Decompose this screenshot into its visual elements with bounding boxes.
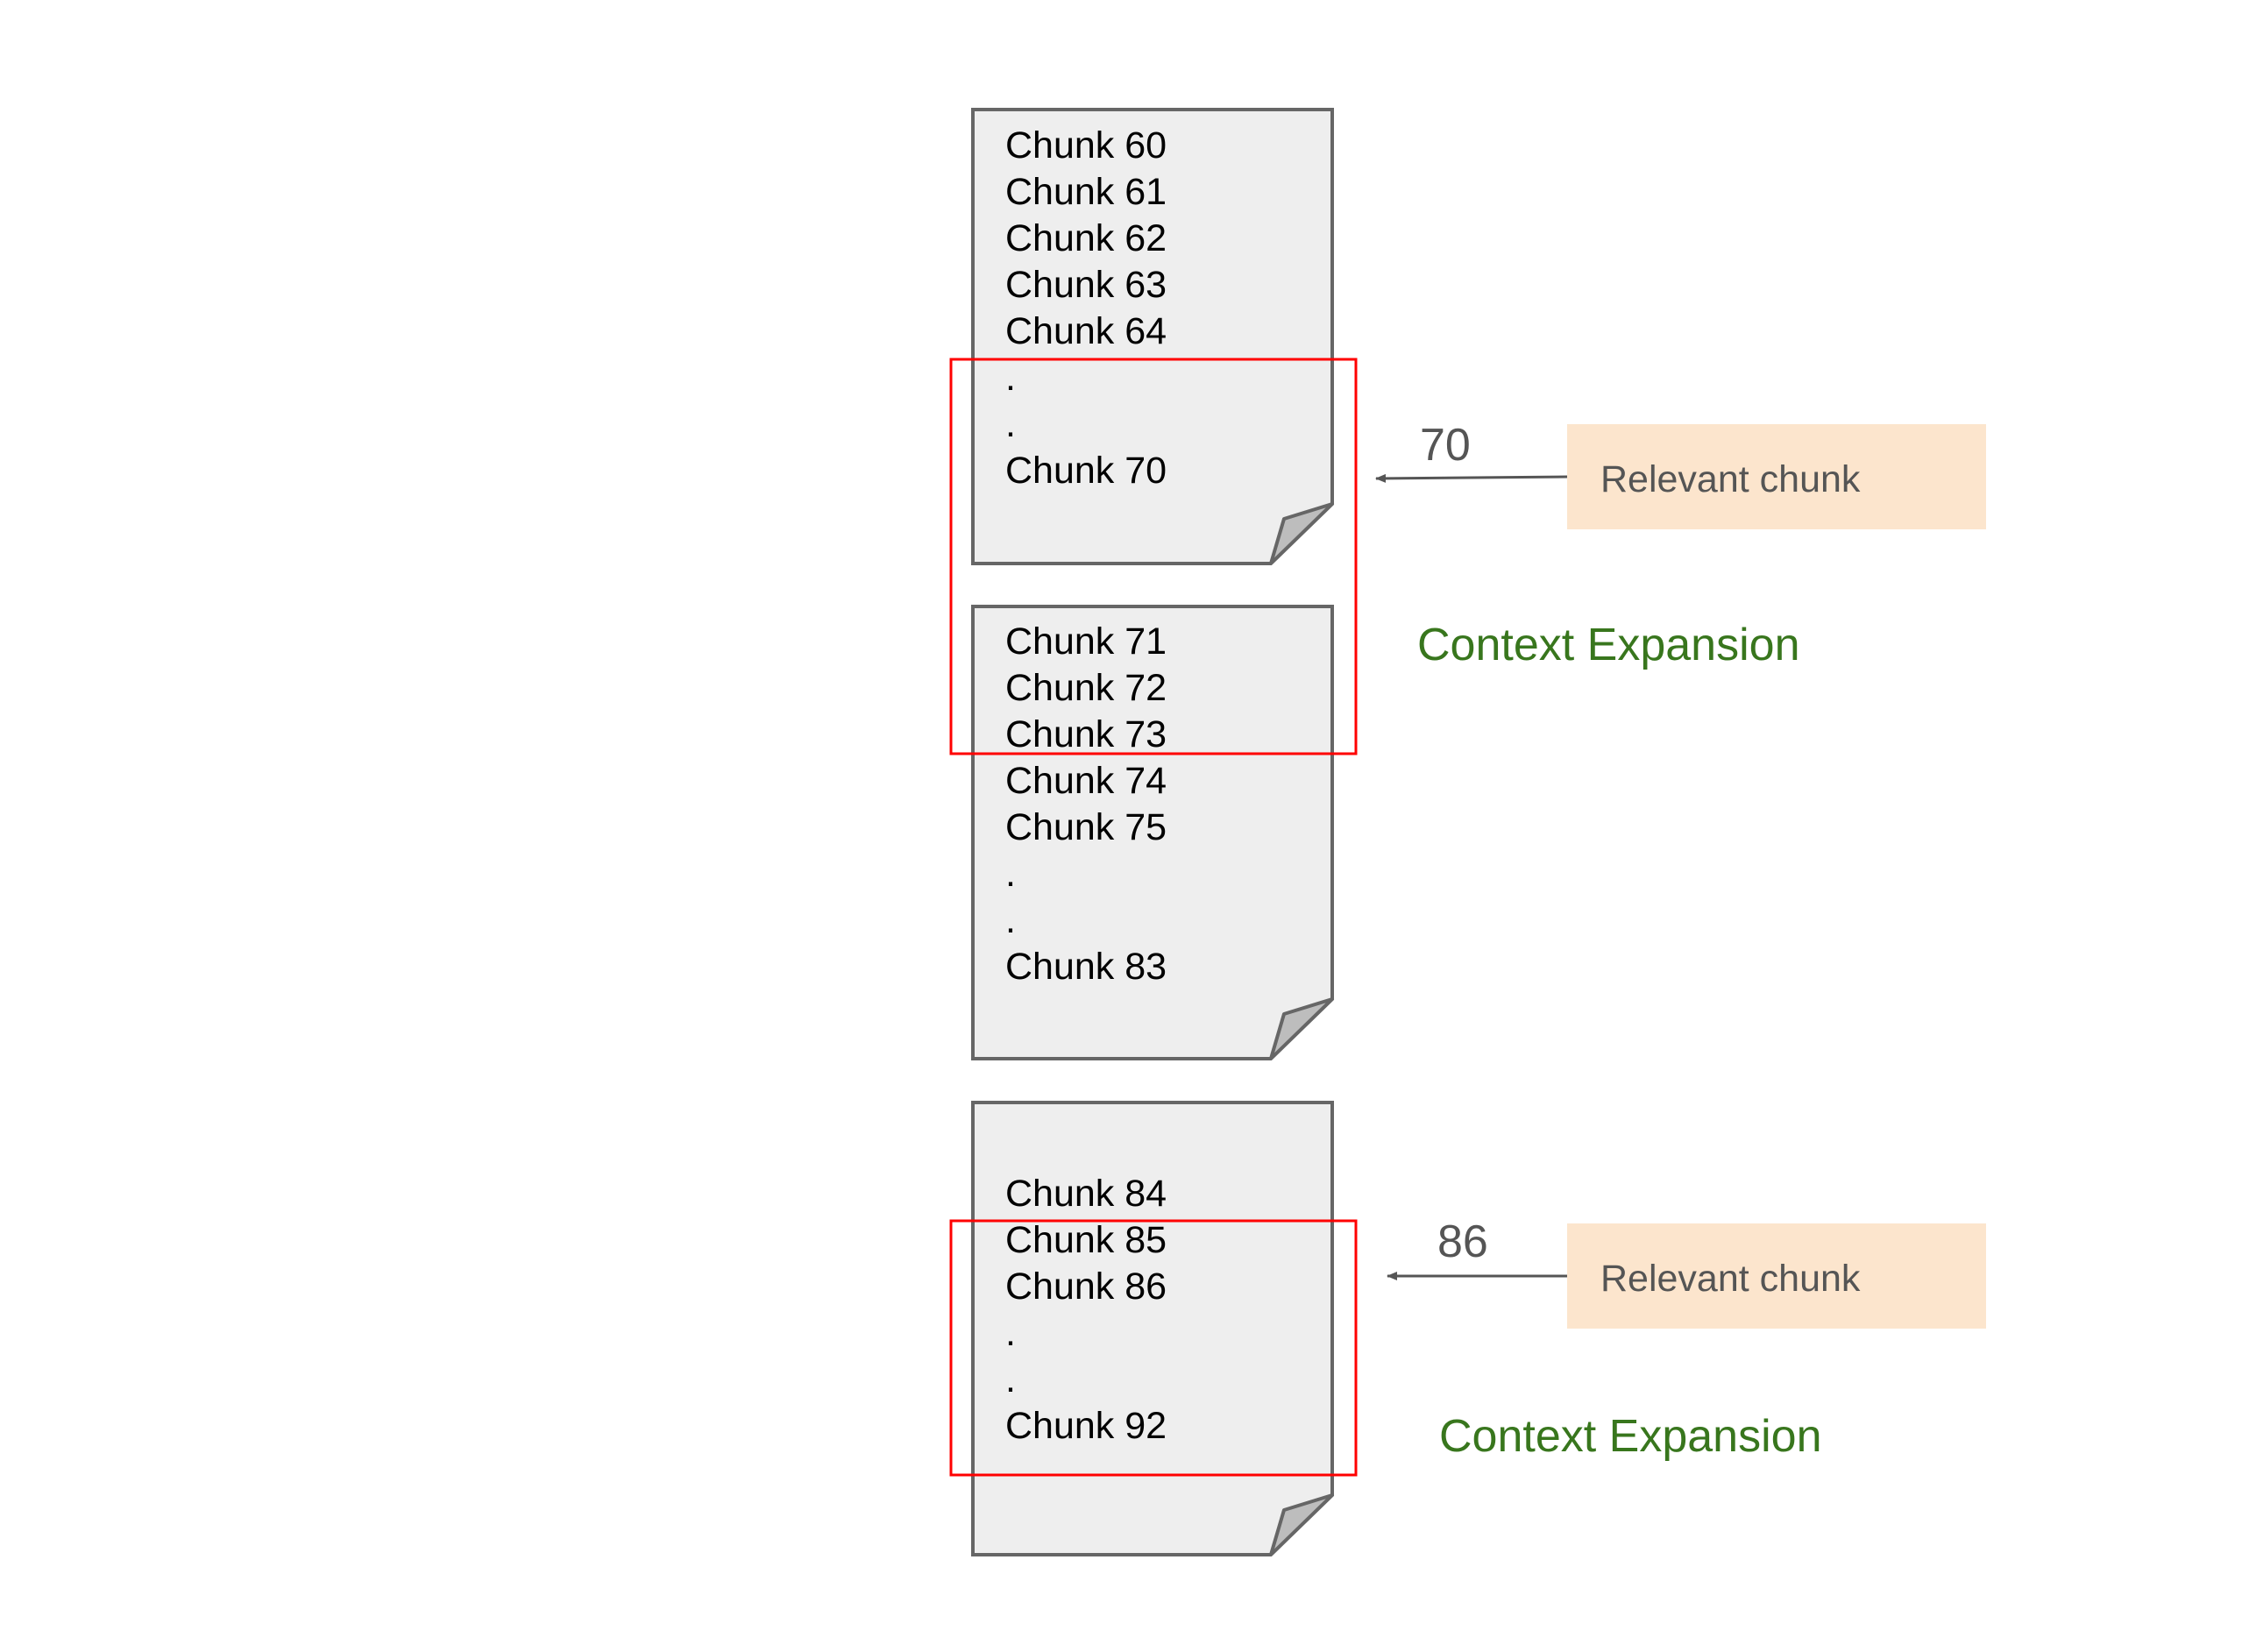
context-expansion-label-2: Context Expansion	[1439, 1411, 1822, 1462]
page-fold-corner	[1269, 1493, 1334, 1556]
pointer-arrow	[1375, 473, 1568, 483]
page-line: Chunk 62	[1005, 217, 1167, 259]
page-line: Chunk 86	[1005, 1266, 1167, 1308]
document-page-3: Chunk 84 Chunk 85 Chunk 86 . . Chunk 92	[971, 1101, 1334, 1556]
relevant-chunk-callout-1: 70 Relevant chunk	[1375, 420, 1986, 529]
chunk-number-label: 86	[1437, 1216, 1488, 1267]
document-page-2: Chunk 71 Chunk 72 Chunk 73 Chunk 74 Chun…	[971, 605, 1334, 1060]
page-line: Chunk 60	[1005, 124, 1167, 167]
page-line: Chunk 92	[1005, 1405, 1167, 1447]
page-line: Chunk 72	[1005, 667, 1167, 709]
page-body	[971, 1101, 1334, 1556]
page-line: Chunk 64	[1005, 310, 1167, 352]
page-line: .	[1005, 899, 1016, 941]
page-line: .	[1005, 853, 1016, 895]
page-line: .	[1005, 1358, 1016, 1400]
document-page-1: Chunk 60 Chunk 61 Chunk 62 Chunk 63 Chun…	[971, 108, 1334, 565]
page-line: Chunk 63	[1005, 264, 1167, 306]
page-fold-corner	[1269, 502, 1334, 565]
chunk-number-label: 70	[1420, 420, 1471, 471]
relevant-chunk-label: Relevant chunk	[1600, 1258, 1861, 1300]
page-line: Chunk 75	[1005, 806, 1167, 848]
relevant-chunk-label: Relevant chunk	[1600, 458, 1861, 500]
context-expansion-box-1	[949, 358, 1358, 755]
relevant-chunk-callout-2: 86 Relevant chunk	[1387, 1216, 1986, 1329]
relevant-chunk-box	[1567, 424, 1986, 529]
page-line: Chunk 74	[1005, 760, 1167, 802]
page-line: .	[1005, 403, 1016, 445]
page-line: Chunk 83	[1005, 946, 1167, 988]
page-line: Chunk 70	[1005, 450, 1167, 492]
context-expansion-label-1: Context Expansion	[1417, 620, 1800, 670]
page-line: Chunk 73	[1005, 713, 1167, 755]
page-line: .	[1005, 1312, 1016, 1354]
page-line: Chunk 85	[1005, 1219, 1167, 1261]
relevant-chunk-box	[1567, 1223, 1986, 1329]
page-fold-corner	[1269, 997, 1334, 1060]
page-line: Chunk 61	[1005, 171, 1167, 213]
page-line: .	[1005, 357, 1016, 399]
page-line: Chunk 84	[1005, 1173, 1167, 1215]
page-line: Chunk 71	[1005, 620, 1167, 663]
context-expansion-box-2	[949, 1219, 1358, 1477]
